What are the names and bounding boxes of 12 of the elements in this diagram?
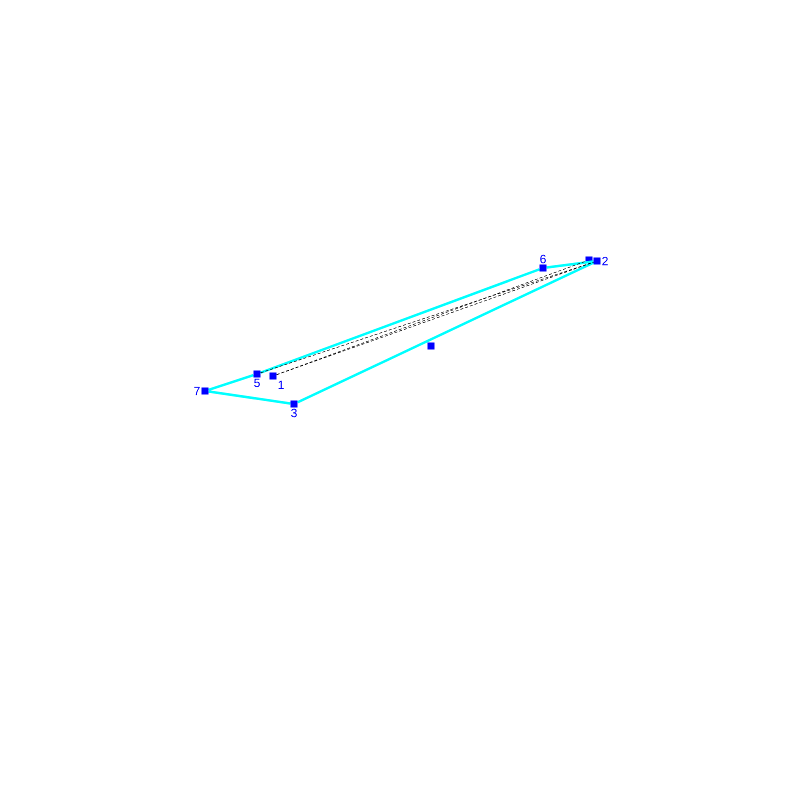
vertex-number: 7: [194, 386, 200, 396]
mesh-line: [208, 390, 290, 405]
vertex-number: 3: [291, 408, 297, 418]
mesh-line: [546, 260, 594, 269]
vertex-marker: [428, 342, 434, 350]
vertex-number: 5: [254, 378, 260, 388]
vertex-number: 6: [540, 254, 546, 264]
vertex-number: 2: [602, 256, 608, 266]
vertex-number: 1: [278, 380, 284, 389]
mesh-line: [297, 262, 594, 404]
mesh-line: [208, 374, 254, 391]
mesh-line: [260, 268, 540, 374]
